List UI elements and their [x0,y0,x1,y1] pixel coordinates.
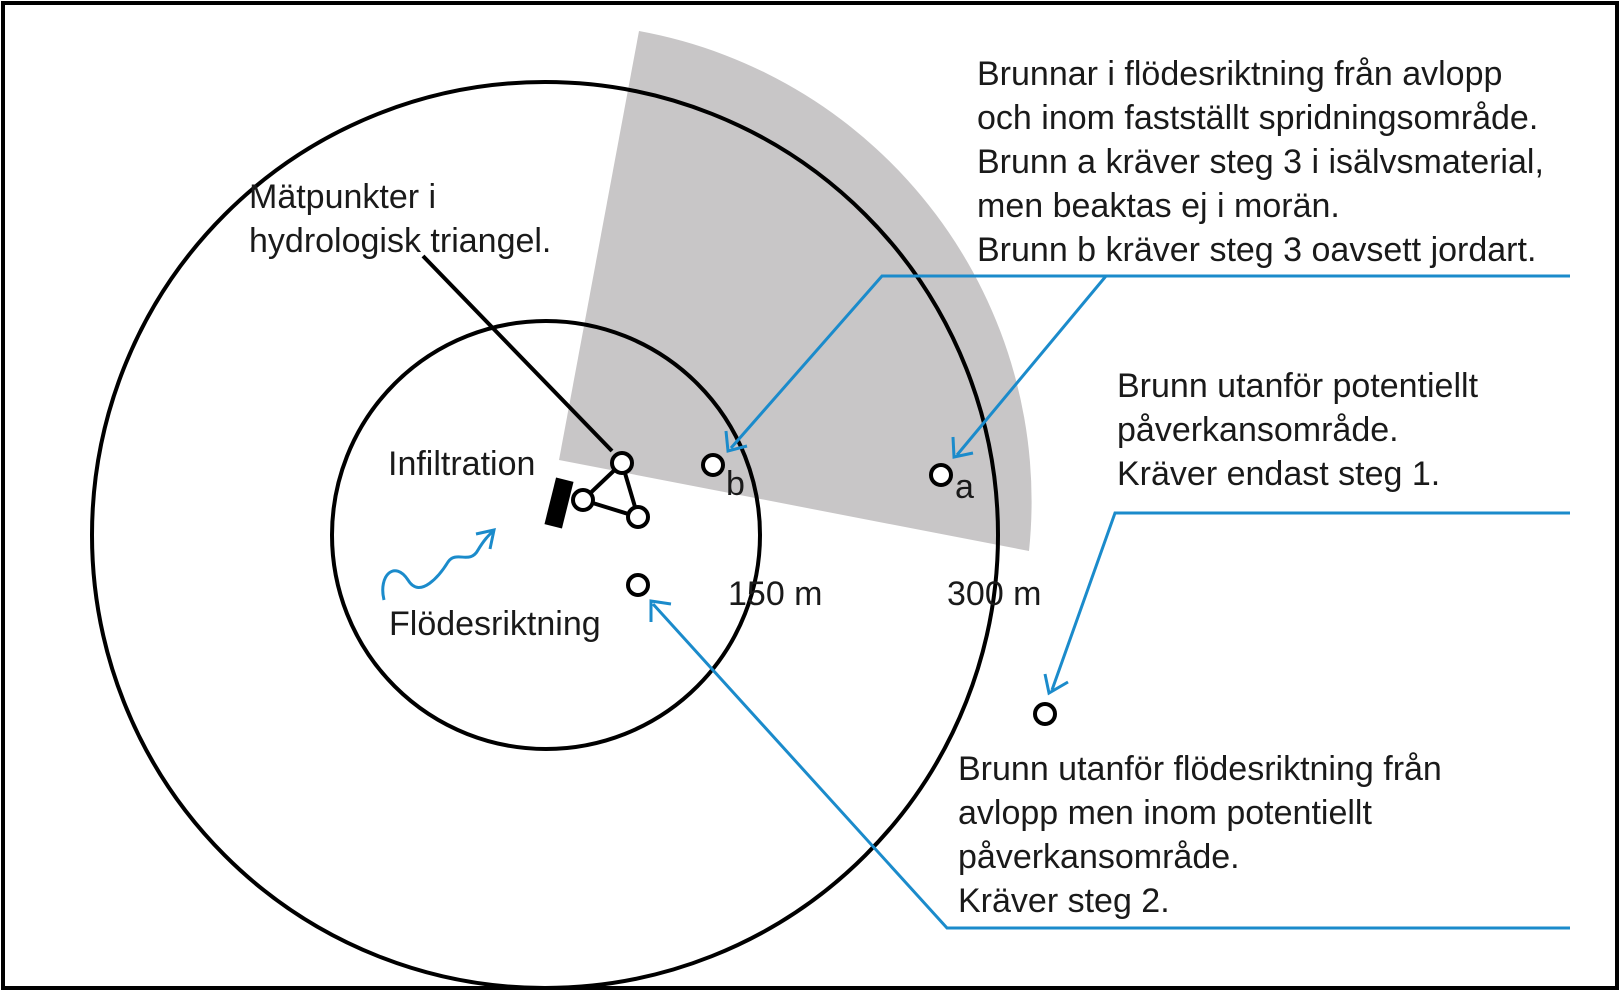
measure-point-1 [610,451,634,475]
callout-cross-line: påverkansområde. [958,838,1240,876]
ring-300m-label: 300 m [947,575,1042,613]
flow-direction-label: Flödesriktning [389,605,601,643]
infiltration-block [544,477,574,529]
arrowhead-cross [649,599,672,622]
well-b-label: b [726,465,745,503]
circle-150m [330,319,762,751]
flow-arrowhead [475,528,496,550]
measure-point-2 [571,488,595,512]
well-a [929,463,953,487]
callout-outside-text: Brunn utanför potentiellt påverkansområd… [1117,367,1479,493]
flow-direction-icon [381,528,496,601]
callout-line-cross [651,602,1570,930]
well-b [701,453,725,477]
callout-downstream-text: Brunnar i flödesriktning från avlopp och… [977,55,1544,269]
well-a-label: a [955,468,974,506]
callout-downstream-line: men beaktas ej i morän. [977,187,1340,225]
measure-points-label-2: hydrologisk triangel. [249,222,551,260]
infiltration-label: Infiltration [388,445,535,483]
callout-line-downstream [729,274,1570,449]
callout-downstream-line: och inom fastställt spridningsområde. [977,99,1538,137]
ring-150m-label: 150 m [728,575,823,613]
callout-downstream-line: Brunn b kräver steg 3 oavsett jordart. [977,231,1536,269]
arrowhead-b [724,430,748,453]
callout-line-a [955,275,1108,456]
callout-outside-line: Kräver endast steg 1. [1117,455,1440,493]
measure-points-pointer [421,254,614,453]
hydrological-triangle [579,459,641,521]
spreading-sector [559,31,1032,551]
callout-downstream-line: Brunn a kräver steg 3 i isälvsmaterial, [977,143,1544,181]
callout-downstream-line: Brunnar i flödesriktning från avlopp [977,55,1502,93]
callout-lines [381,274,1570,930]
measure-point-3 [626,505,650,529]
callout-outside-line: påverkansområde. [1117,411,1399,449]
circle-300m [90,80,1000,988]
callout-cross-line: avlopp men inom potentiellt [958,794,1372,832]
arrowhead-a [951,436,974,459]
well-cross [626,573,650,597]
arrowhead-outside [1043,673,1069,696]
callout-outside-line: Brunn utanför potentiellt [1117,367,1479,405]
callout-line-outside [1050,511,1570,691]
callout-cross-line: Kräver steg 2. [958,882,1170,920]
callout-cross-line: Brunn utanför flödesriktning från [958,750,1442,788]
well-outside [1033,702,1057,726]
measure-points-label-1: Mätpunkter i [249,178,436,216]
callout-cross-text: Brunn utanför flödesriktning från avlopp… [958,750,1442,920]
